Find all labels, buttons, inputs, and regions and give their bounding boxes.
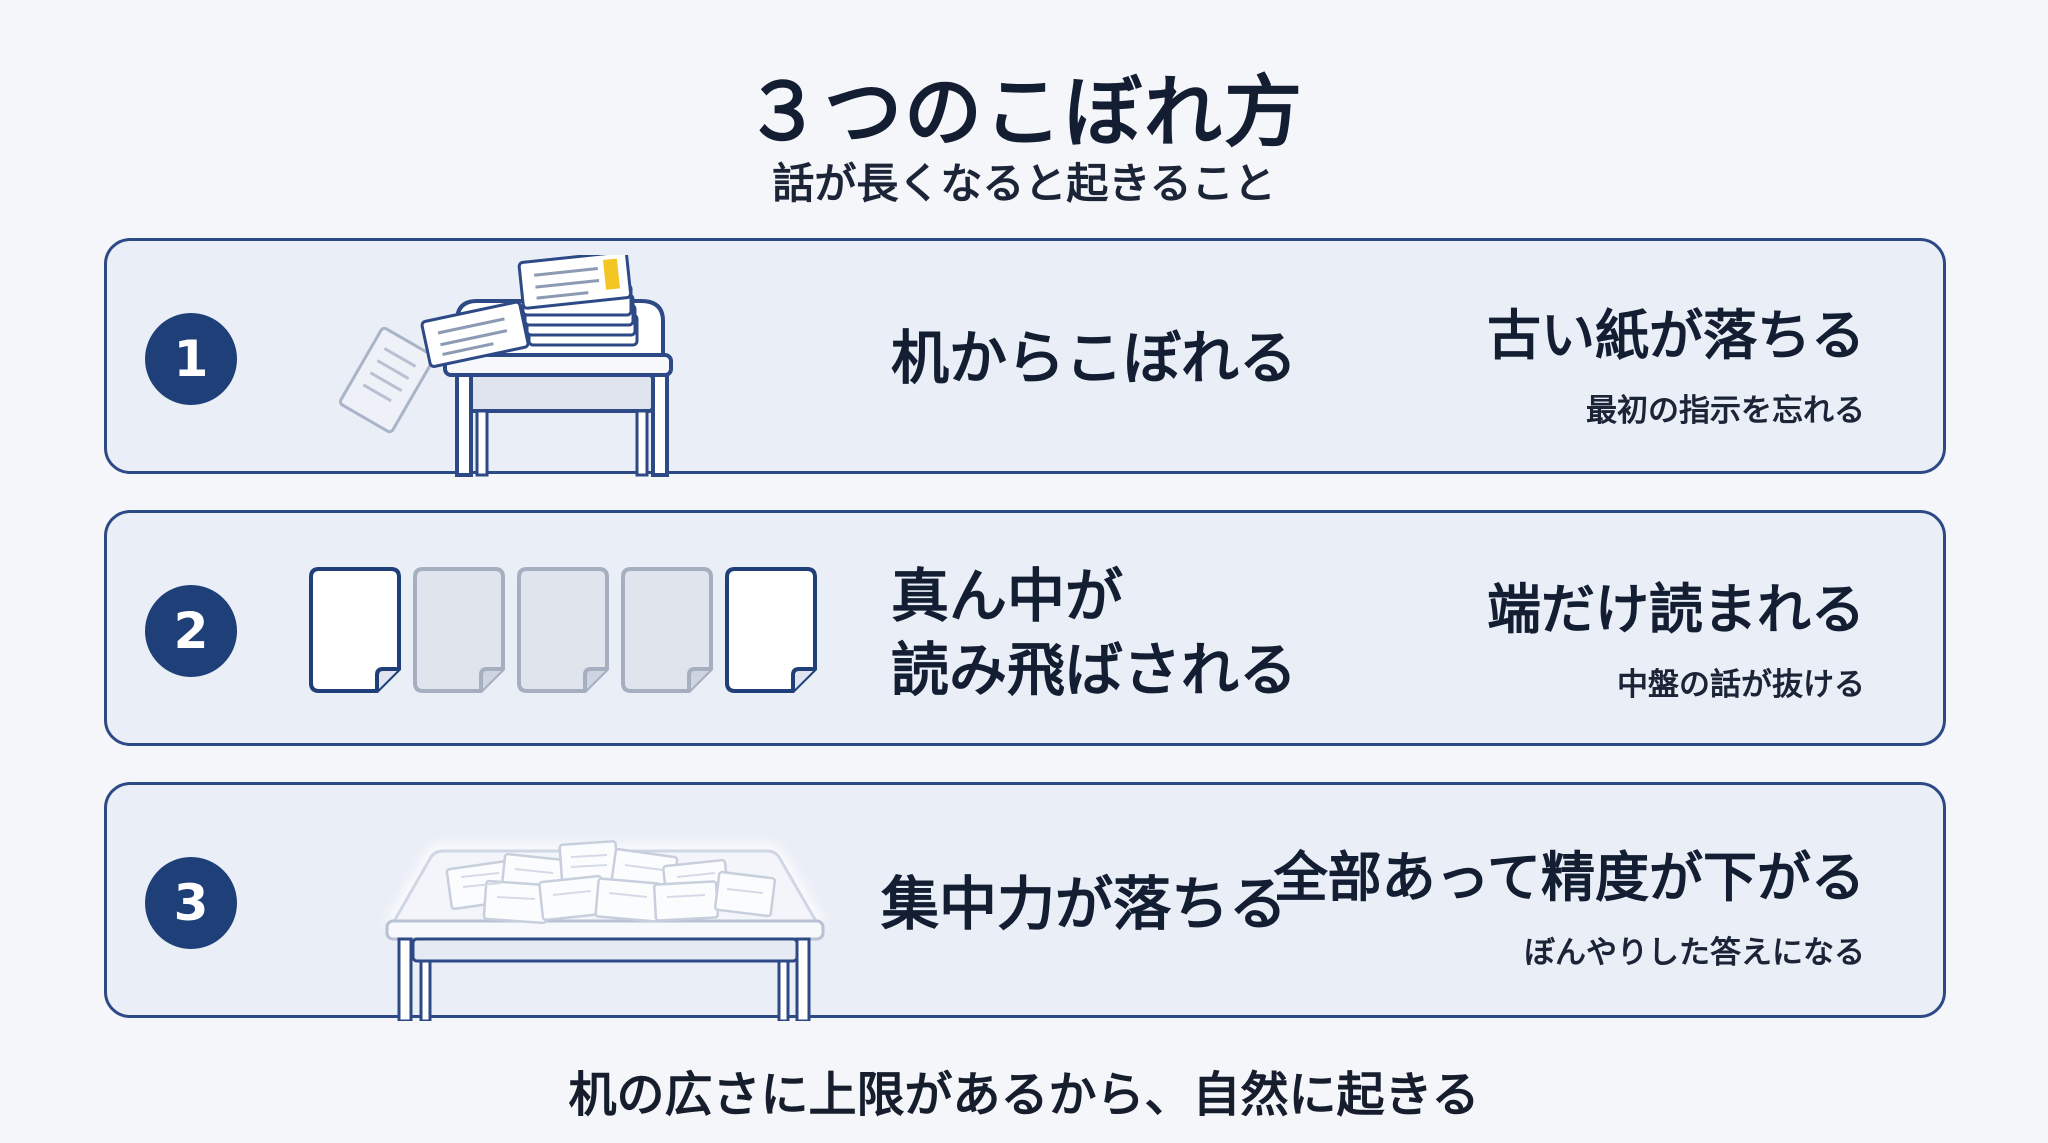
row-card-1: 1 [104, 238, 1946, 477]
row-result-title: 古い紙が落ちる [1487, 304, 1865, 367]
row-number-badge: 1 [145, 313, 237, 405]
row-card-2: 2 真ん中が 読み飛ば [104, 510, 1946, 746]
row-result: 端だけ読まれる 中盤の話が抜ける [1487, 575, 1865, 704]
row-number-badge: 3 [145, 857, 237, 949]
falling-paper-icon [338, 326, 436, 434]
page-skipped-icon [621, 567, 713, 693]
row-card-3: 3 [104, 782, 1946, 1021]
page-skipped-icon [517, 567, 609, 693]
tilted-paper-icon [420, 300, 530, 368]
row-result-subtitle: 中盤の話が抜ける [1617, 667, 1865, 703]
paper-lines [460, 854, 764, 900]
row-result: 古い紙が落ちる 最初の指示を忘れる [1487, 301, 1865, 430]
row-result-subtitle: 最初の指示を忘れる [1586, 393, 1865, 429]
row-result-subtitle: ぼんやりした答えになる [1524, 935, 1865, 971]
page-title: ３つのこぼれ方 [743, 68, 1304, 158]
scattered-papers-icon [445, 840, 777, 925]
footer-caption: 机の広さに上限があるから、自然に起きる [568, 1067, 1480, 1123]
row-result: 全部あって精度が下がる ぼんやりした答えになる [1274, 843, 1865, 972]
row-result-title: 端だけ読まれる [1487, 578, 1865, 641]
desk-overflow-illustration [338, 255, 673, 477]
page-sequence-illustration [309, 567, 817, 693]
page-first-icon [309, 567, 401, 693]
row-main-text: 机からこぼれる [891, 324, 1298, 392]
page-skipped-icon [413, 567, 505, 693]
paper-stack-icon [517, 255, 639, 347]
row-main-text-line: 読み飛ばされる [891, 636, 1298, 704]
page-last-icon [725, 567, 817, 693]
crowded-desk-illustration [385, 840, 825, 1021]
row-main-text: 真ん中が 読み飛ばされる [891, 559, 1297, 707]
row-main-text: 集中力が落ちる [881, 870, 1288, 938]
page-subtitle: 話が長くなると起きること [772, 159, 1276, 208]
row-main-text-line: 真ん中が [891, 562, 1124, 630]
row-number-badge: 2 [145, 585, 237, 677]
row-result-title: 全部あって精度が下がる [1273, 846, 1865, 909]
